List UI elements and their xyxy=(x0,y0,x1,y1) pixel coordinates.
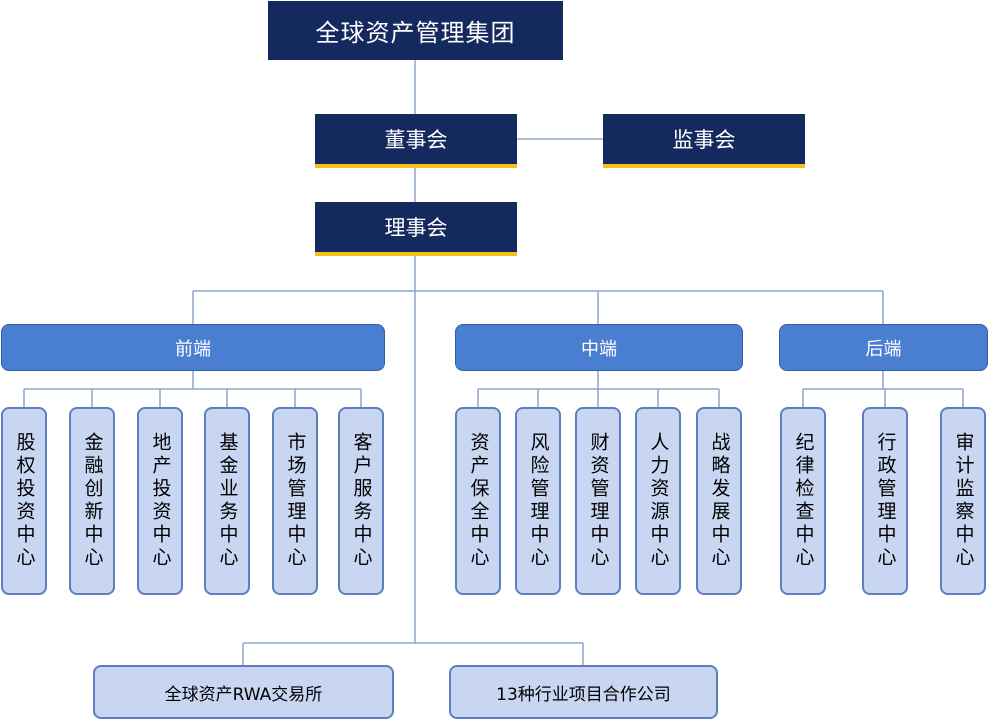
unit-label: 审计监察中心 xyxy=(952,432,975,570)
industry-partners-box: 13种行业项目合作公司 xyxy=(449,665,718,719)
supervisory-board-label: 监事会 xyxy=(672,128,736,152)
unit-label: 人力资源中心 xyxy=(647,432,670,570)
unit-box: 市场管理中心 xyxy=(272,407,318,595)
unit-box: 客户服务中心 xyxy=(338,407,384,595)
unit-box: 基金业务中心 xyxy=(204,407,250,595)
unit-box: 财资管理中心 xyxy=(575,407,621,595)
front-end-group-label: 前端 xyxy=(175,338,211,360)
unit-label: 股权投资中心 xyxy=(13,432,36,570)
middle-end-group-label: 中端 xyxy=(581,338,617,360)
unit-label: 金融创新中心 xyxy=(81,432,104,570)
unit-box: 金融创新中心 xyxy=(69,407,115,595)
supervisory-board-box: 监事会 xyxy=(603,114,805,168)
council-box: 理事会 xyxy=(315,202,517,256)
unit-label: 战略发展中心 xyxy=(708,432,731,570)
unit-box: 资产保全中心 xyxy=(455,407,501,595)
board-of-directors-label: 董事会 xyxy=(384,128,448,152)
unit-box: 人力资源中心 xyxy=(635,407,681,595)
unit-box: 审计监察中心 xyxy=(940,407,986,595)
front-end-group-box: 前端 xyxy=(1,324,385,371)
unit-box: 股权投资中心 xyxy=(1,407,47,595)
unit-box: 风险管理中心 xyxy=(515,407,561,595)
middle-end-group-box: 中端 xyxy=(455,324,743,371)
unit-box: 纪律检查中心 xyxy=(780,407,826,595)
back-end-group-label: 后端 xyxy=(865,338,902,360)
unit-box: 地产投资中心 xyxy=(137,407,183,595)
industry-partners-label: 13种行业项目合作公司 xyxy=(496,684,671,705)
unit-label: 财资管理中心 xyxy=(587,432,610,570)
unit-label: 资产保全中心 xyxy=(467,432,490,570)
rwa-exchange-box: 全球资产RWA交易所 xyxy=(93,665,394,719)
unit-label: 客户服务中心 xyxy=(350,432,373,570)
board-of-directors-box: 董事会 xyxy=(315,114,517,168)
unit-label: 纪律检查中心 xyxy=(792,432,815,570)
group-headquarters-box: 全球资产管理集团 xyxy=(268,1,563,60)
rwa-exchange-label: 全球资产RWA交易所 xyxy=(164,684,323,705)
unit-label: 市场管理中心 xyxy=(284,432,307,570)
unit-label: 风险管理中心 xyxy=(527,432,550,570)
unit-box: 行政管理中心 xyxy=(862,407,908,595)
unit-label: 地产投资中心 xyxy=(149,432,172,570)
back-end-group-box: 后端 xyxy=(779,324,988,371)
unit-label: 行政管理中心 xyxy=(874,432,897,570)
unit-label: 基金业务中心 xyxy=(216,432,239,570)
council-label: 理事会 xyxy=(384,216,448,240)
unit-box: 战略发展中心 xyxy=(696,407,742,595)
group-headquarters-label: 全球资产管理集团 xyxy=(315,19,516,47)
